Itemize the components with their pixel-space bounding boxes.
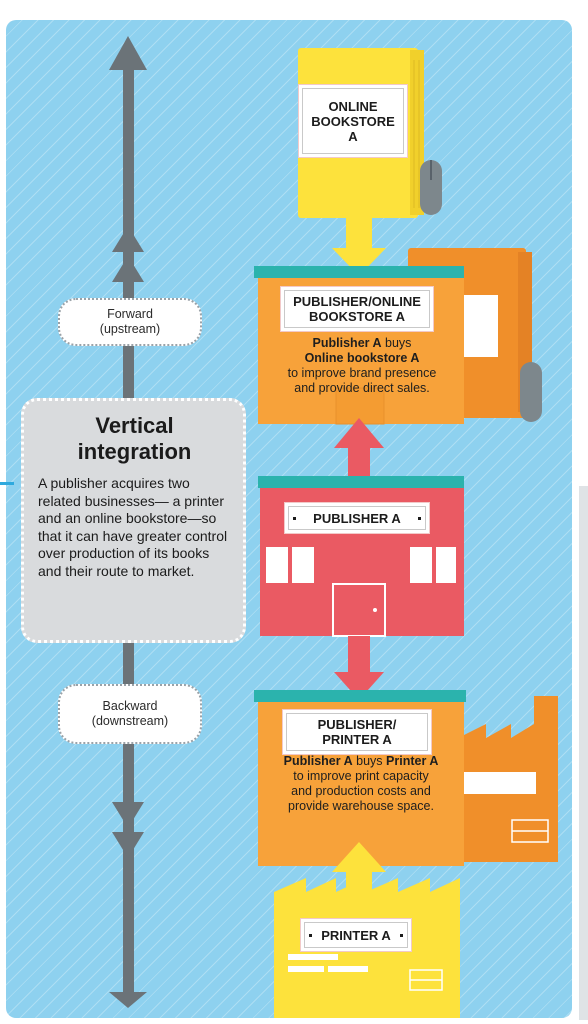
publisher-printer-label-1: PUBLISHER/ (317, 717, 397, 732)
publisher-online-desc-line-4: and provide direct sales. (294, 381, 430, 395)
publisher-printer-label-2: PRINTER A (322, 732, 392, 747)
publisher-printer-desc-bold-2: Printer A (386, 754, 439, 768)
downstream-label: (downstream) (91, 714, 169, 728)
publisher-online-label-1: PUBLISHER/ONLINE (293, 294, 421, 309)
online-bookstore-label-1: ONLINE (328, 98, 378, 114)
vertical-integration-title: Vertical integration (38, 413, 231, 465)
left-edge-accent-line (0, 482, 14, 485)
publisher-building (258, 476, 464, 637)
printer-factory-back (458, 696, 558, 862)
red-arrow-up (334, 418, 384, 478)
printer-factory (274, 878, 460, 1018)
publisher-online-sign: PUBLISHER/ONLINE BOOKSTORE A (284, 290, 430, 328)
backward-label: Backward (102, 699, 158, 713)
publisher-sign: PUBLISHER A (288, 506, 426, 530)
right-page-edge (579, 486, 588, 1020)
publisher-online-desc-bold-1: Publisher A (312, 336, 382, 350)
diagram-panel: ONLINE BOOKSTORE A PUBLISHER/ONLINE BOOK… (6, 20, 572, 1018)
publisher-online-description: Publisher A buys Online bookstore A to i… (264, 336, 460, 396)
online-bookstore-label-2: BOOKSTORE (311, 113, 395, 129)
forward-upstream-pill: Forward (upstream) (58, 298, 202, 346)
publisher-printer-description: Publisher A buys Printer A to improve pr… (262, 754, 460, 814)
printer-sign: PRINTER A (304, 922, 408, 948)
publisher-printer-desc-line-2: to improve print capacity (293, 769, 429, 783)
title-line-1: Vertical (95, 413, 174, 438)
publisher-printer-desc-text-1: buys (352, 754, 387, 768)
printer-label: PRINTER A (321, 927, 391, 943)
vertical-integration-box: Vertical integration A publisher acquire… (21, 398, 246, 643)
red-arrow-down (334, 636, 384, 700)
publisher-label: PUBLISHER A (313, 510, 401, 526)
publisher-printer-desc-bold-1: Publisher A (283, 754, 353, 768)
publisher-printer-sign: PUBLISHER/ PRINTER A (286, 713, 428, 751)
forward-label: Forward (107, 307, 153, 321)
title-line-2: integration (77, 439, 192, 464)
publisher-online-desc-text-1: buys (381, 336, 412, 350)
backward-downstream-pill: Backward (downstream) (58, 684, 202, 744)
publisher-online-desc-line-3: to improve brand presence (287, 366, 437, 380)
online-bookstore-label-3: A (348, 128, 358, 144)
online-bookstore-sign: ONLINE BOOKSTORE A (302, 88, 404, 154)
publisher-printer-desc-line-3: and production costs and (291, 784, 431, 798)
upstream-label: (upstream) (99, 322, 161, 336)
yellow-arrow-down (332, 216, 386, 276)
publisher-online-label-2: BOOKSTORE A (308, 309, 406, 324)
publisher-printer-desc-line-4: provide warehouse space. (288, 799, 434, 813)
publisher-online-desc-bold-2: Online bookstore A (304, 351, 420, 365)
vertical-integration-body: A publisher acquires two related busines… (38, 475, 228, 579)
